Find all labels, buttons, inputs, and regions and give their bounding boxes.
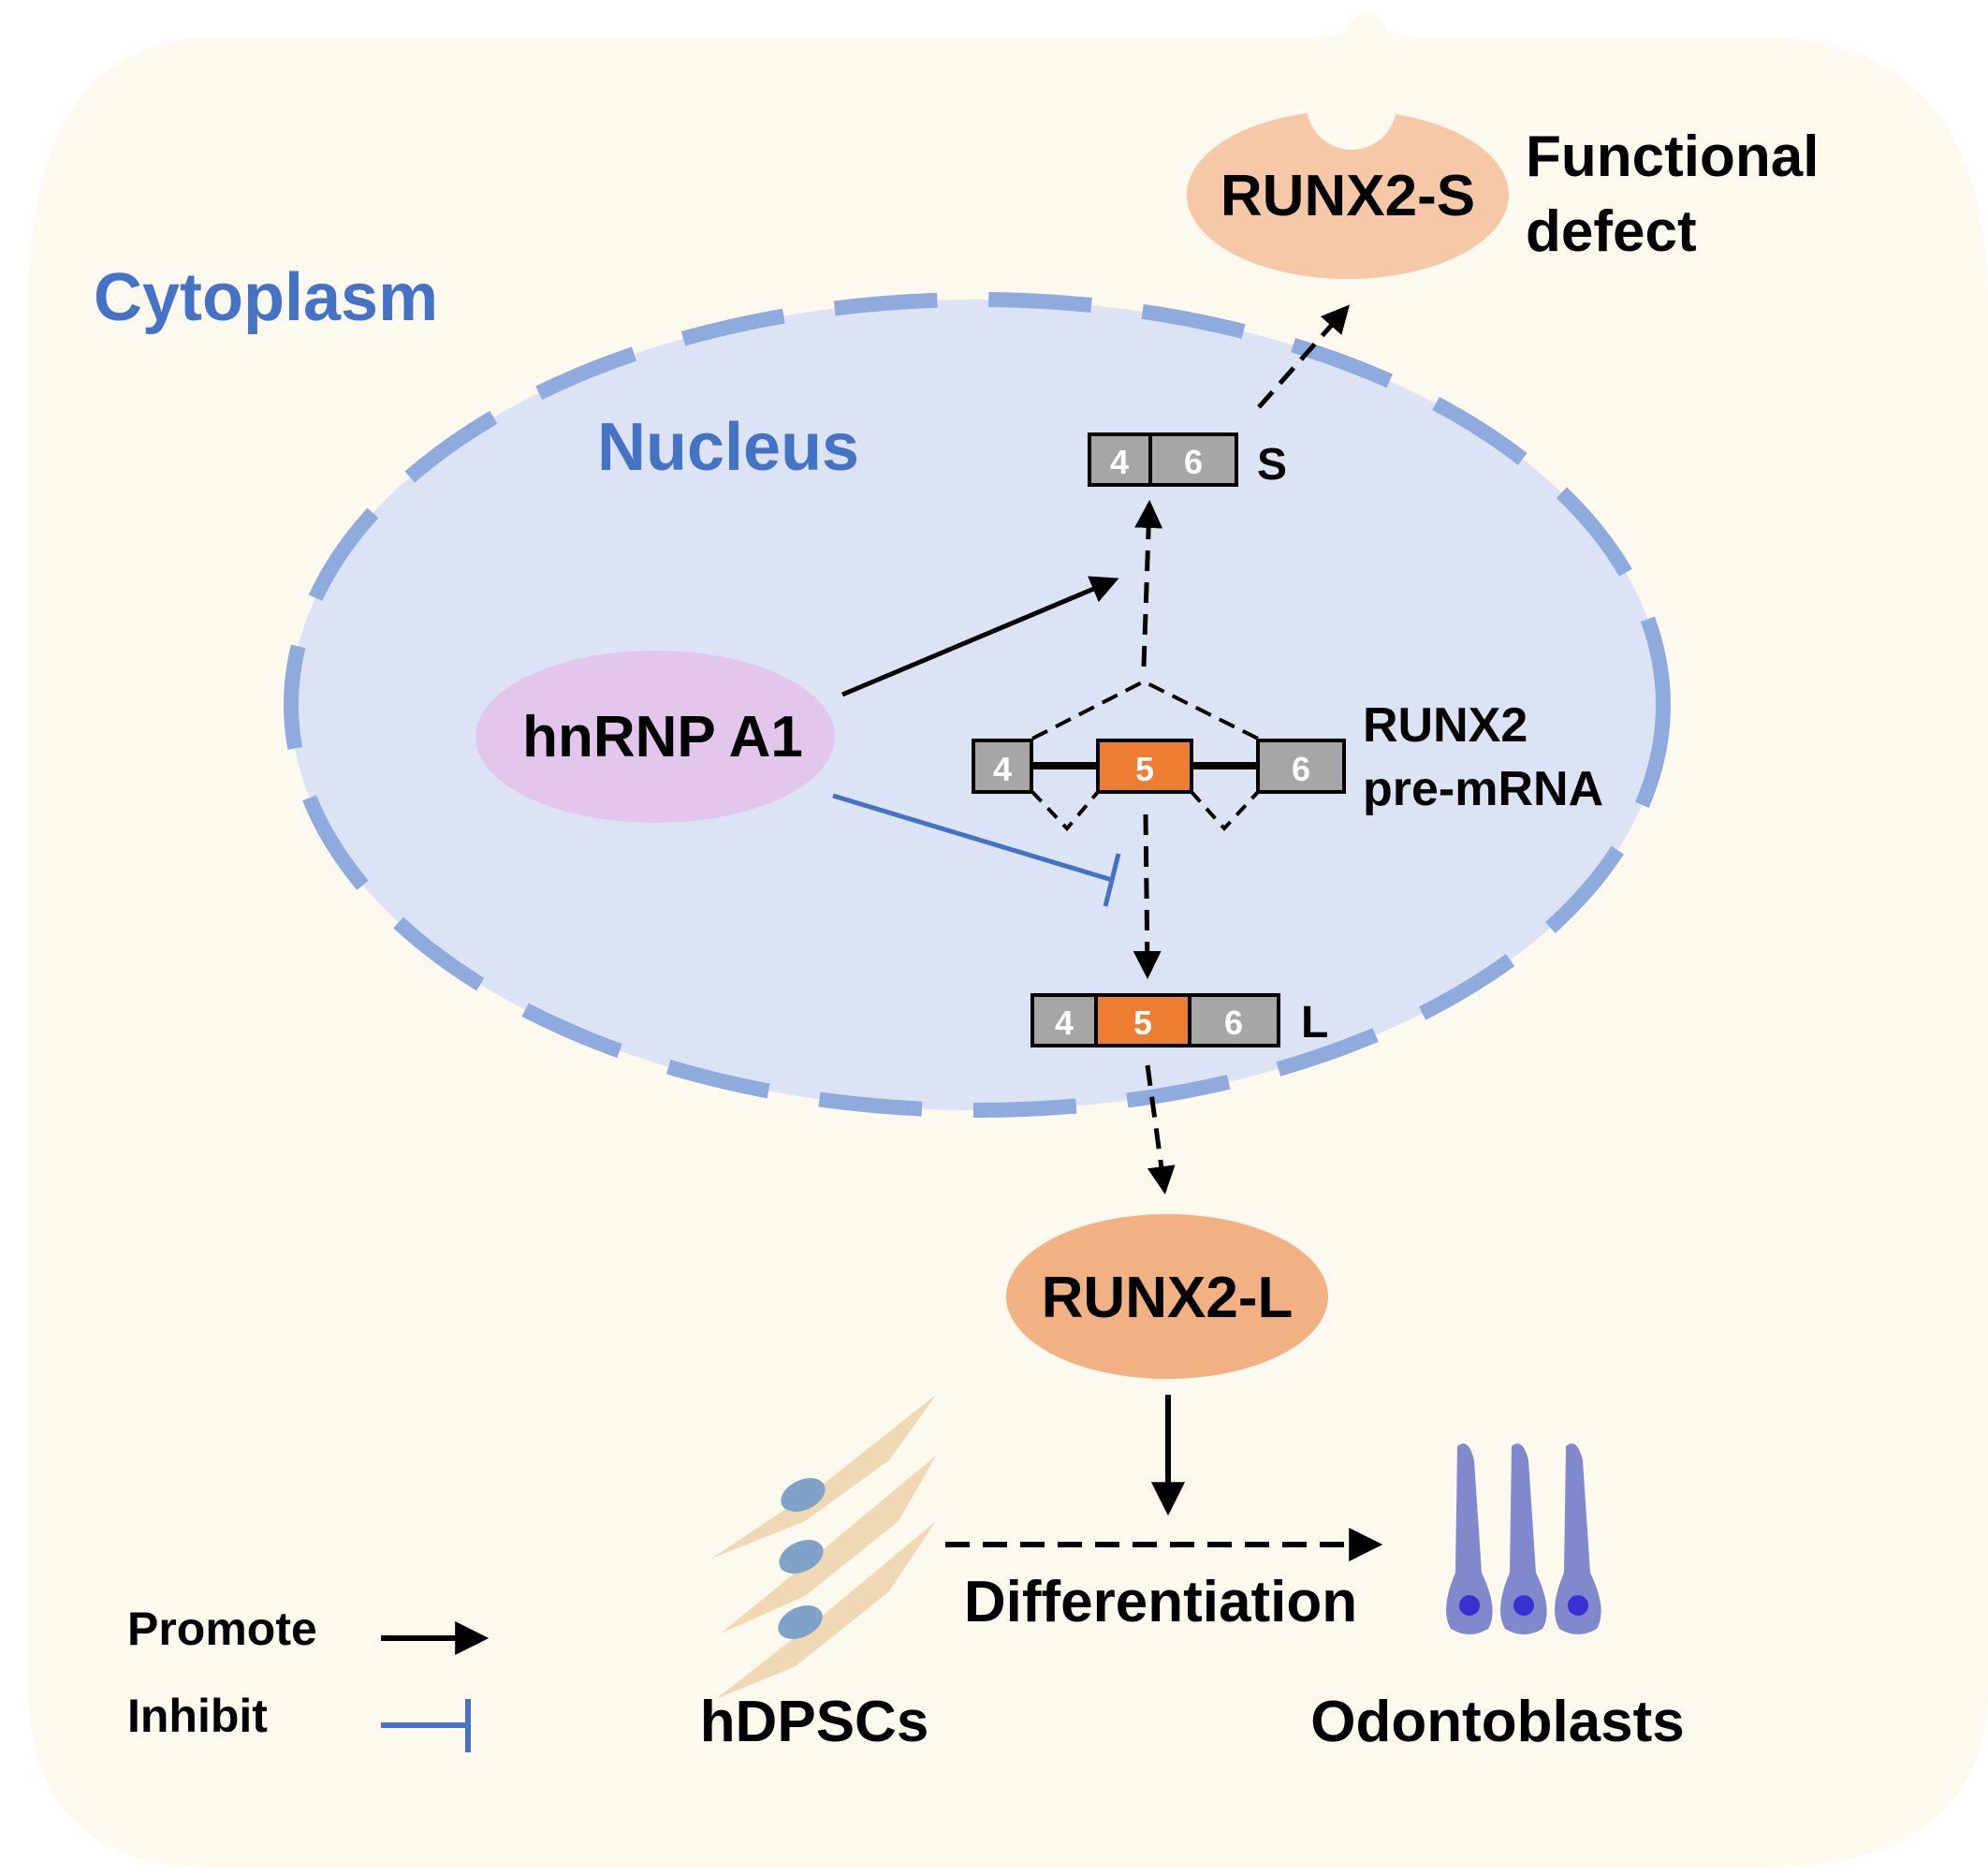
hdpscs-cells <box>711 1395 936 1699</box>
promote-arrow-hnrnp <box>841 576 1119 697</box>
hdpscs-label: hDPSCs <box>700 1690 929 1754</box>
isoform-s-exon-6-label: 6 <box>1184 443 1203 481</box>
inclusion-junction-right <box>1190 790 1260 831</box>
runx2-s-label: RUNX2-S <box>1221 164 1475 228</box>
legend-promote-label: Promote <box>127 1603 317 1655</box>
odontoblasts-cells <box>1446 1443 1601 1634</box>
pre-mrna: 4 5 6 <box>972 679 1346 831</box>
pre-mrna-exon-4-label: 4 <box>993 750 1012 788</box>
hnrnp-a1-label: hnRNP A1 <box>522 705 803 769</box>
differentiation-label: Differentiation <box>964 1570 1357 1634</box>
hnrnp-a1-protein <box>475 651 835 823</box>
arrow-premrna-to-l <box>1133 813 1162 979</box>
legend-inhibit-symbol <box>381 1699 471 1752</box>
inhibit-line-hnrnp <box>832 793 1121 907</box>
isoform-l-label: L <box>1301 998 1328 1047</box>
pre-mrna-label-line1: RUNX2 <box>1363 698 1528 753</box>
pre-mrna-label-line2: pre-mRNA <box>1363 762 1603 816</box>
isoform-l-exon-4-label: 4 <box>1055 1003 1074 1042</box>
isoform-l-exon-6 <box>1188 993 1280 1047</box>
nucleus-label: Nucleus <box>597 410 859 485</box>
functional-defect-line2: defect <box>1526 199 1697 264</box>
inclusion-junction-left <box>1031 790 1100 831</box>
isoform-s-exon-4-label: 4 <box>1110 443 1129 481</box>
isoform-l-transcript: 4 5 6 <box>1031 993 1280 1047</box>
nucleus <box>284 292 1671 1118</box>
isoform-s-label: S <box>1257 440 1287 490</box>
runx2-l-protein <box>1006 1214 1328 1379</box>
runx2-l-label: RUNX2-L <box>1042 1266 1294 1330</box>
isoform-s-transcript: 4 6 <box>1088 432 1238 487</box>
cytoplasm-label: Cytoplasm <box>94 260 438 335</box>
pre-mrna-exon-5 <box>1096 739 1193 794</box>
isoform-l-exon-6-label: 6 <box>1224 1003 1243 1042</box>
functional-defect-line1: Functional <box>1526 125 1819 189</box>
legend-inhibit-label: Inhibit <box>127 1690 268 1742</box>
pre-mrna-exon-6 <box>1256 739 1346 794</box>
isoform-s-exon-4 <box>1088 432 1152 487</box>
pre-mrna-exon-5-label: 5 <box>1135 750 1154 788</box>
arrow-premrna-to-s <box>1134 500 1163 667</box>
pre-mrna-exon-6-label: 6 <box>1292 750 1310 788</box>
arrow-l-to-runx2l <box>1145 1064 1176 1194</box>
skipping-junction <box>1031 679 1259 740</box>
arrow-s-to-runx2s <box>1257 304 1350 409</box>
legend: Promote Inhibit <box>127 1603 490 1752</box>
odontoblasts-label: Odontoblasts <box>1310 1690 1685 1754</box>
isoform-l-exon-5-label: 5 <box>1133 1003 1152 1042</box>
isoform-s-exon-6 <box>1148 432 1238 487</box>
pre-mrna-exon-4 <box>972 739 1033 794</box>
